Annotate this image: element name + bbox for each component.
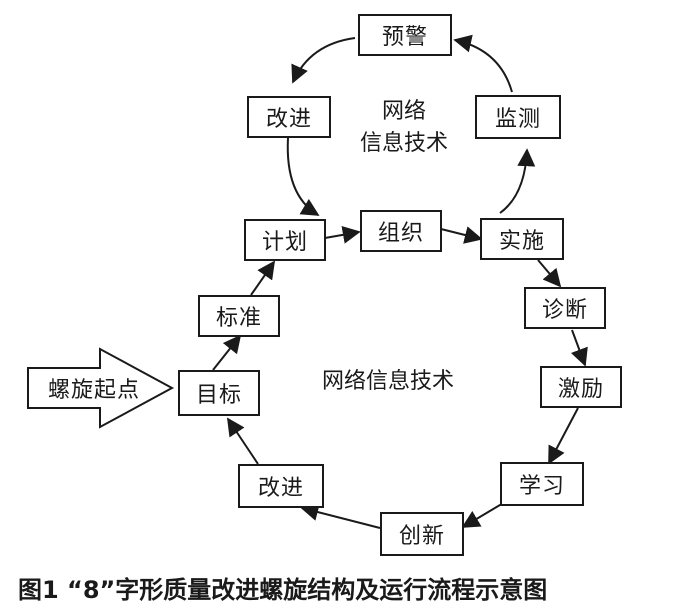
node-label: 监测 [494, 107, 541, 132]
start-label: 螺旋起点 [47, 378, 140, 403]
node-label: 目标 [195, 383, 242, 408]
arrow-zhenduan-to-jili [570, 329, 588, 367]
node-mubiao: 目标 [178, 370, 260, 416]
node-label: 改进 [265, 107, 312, 132]
start-arrow-shape [27, 347, 175, 429]
node-chuangxin: 创新 [380, 512, 464, 556]
node-label: 创新 [398, 524, 445, 549]
arrow-jili-to-xuexi [548, 407, 579, 465]
upper-loop-label-line1: 网络 [381, 99, 426, 124]
node-zhenduan: 诊断 [524, 287, 606, 329]
node-gaijin-top: 改进 [247, 96, 331, 138]
node-jihua: 计划 [244, 219, 326, 261]
node-label: 诊断 [541, 298, 588, 323]
arrow-mubiao-to-biaozhun [212, 334, 242, 371]
node-label: 标准 [215, 306, 262, 331]
figure-caption: 图1 “8”字形质量改进螺旋结构及运行流程示意图 [18, 576, 548, 604]
arrow-jihua-to-zuzhi [324, 225, 361, 244]
node-gaijin-bottom: 改进 [238, 464, 324, 508]
node-shishi: 实施 [480, 218, 564, 260]
arrow-chuangxin-to-gaijin [300, 503, 381, 529]
arrow-yujing-to-gaijin [291, 37, 356, 84]
arrow-gaijin-to-mubiao [227, 417, 259, 465]
upper-loop-label: 网络 信息技术 [354, 96, 454, 160]
node-label: 学习 [518, 474, 565, 499]
arrow-jiance-to-yujing [453, 34, 513, 93]
node-label: 实施 [498, 229, 545, 254]
node-yujing: 预警 [358, 14, 452, 56]
node-xuexi: 学习 [500, 462, 584, 506]
node-jili: 激励 [540, 366, 622, 408]
node-label: 改进 [257, 476, 304, 501]
node-biaozhun: 标准 [198, 295, 280, 337]
node-zuzhi: 组织 [360, 210, 442, 252]
arrow-shishi-to-zhenduan [537, 259, 562, 288]
lower-loop-label: 网络信息技术 [322, 369, 455, 394]
arrow-xuexi-to-chuangxin [461, 501, 506, 528]
arrow-zuzhi-to-shishi [440, 226, 483, 244]
node-label: 预警 [381, 25, 428, 50]
node-label: 组织 [377, 221, 424, 246]
node-label: 激励 [557, 377, 604, 402]
upper-loop-label-line2: 信息技术 [359, 131, 448, 156]
node-jiance: 监测 [475, 95, 561, 139]
arrow-gaijin-to-jihua [286, 137, 320, 216]
node-label: 计划 [261, 230, 308, 255]
arrow-biaozhun-to-jihua [250, 260, 276, 296]
arrow-shishi-to-jiance [499, 148, 536, 214]
